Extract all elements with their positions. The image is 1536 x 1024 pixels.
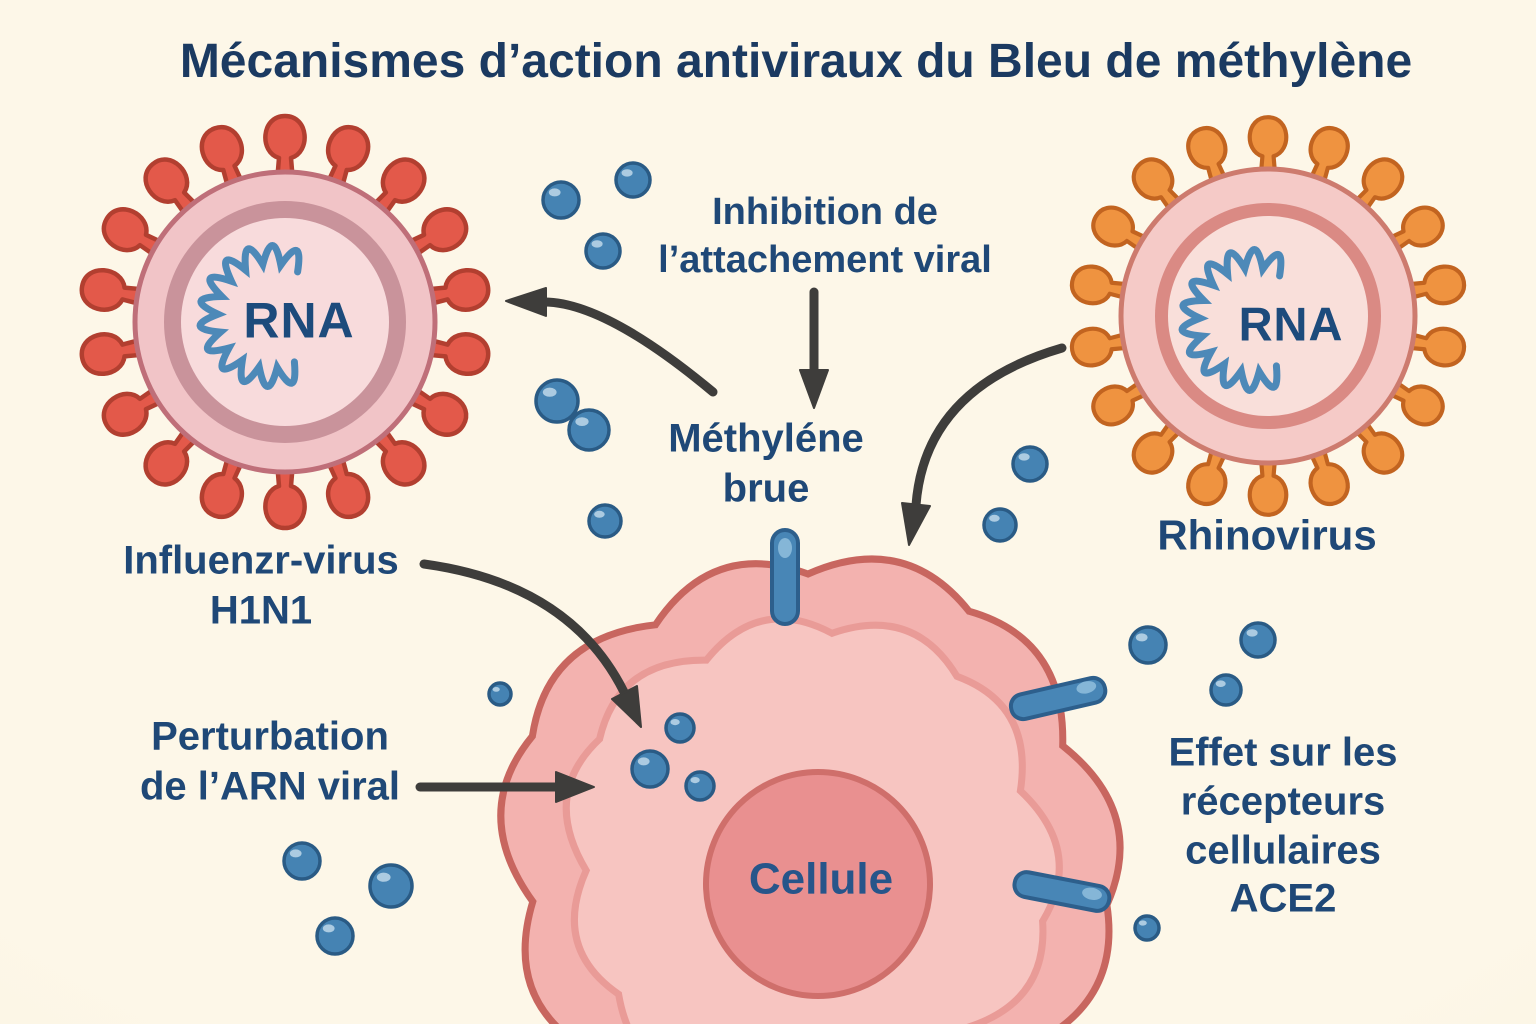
influenza-virus-label: Influenzr-virus H1N1	[123, 538, 399, 633]
methylene-blue-label: Méthyléne brue	[668, 416, 864, 511]
rhinovirus-label: Rhinovirus	[1157, 511, 1377, 559]
spike-proteins	[1070, 115, 1466, 517]
arrow-perturbation	[415, 771, 595, 803]
molecule-dot-icon	[614, 161, 652, 199]
diagram-title: Mécanismes d’action antiviraux du Bleu d…	[179, 34, 1413, 88]
molecule-dot-icon	[982, 507, 1018, 543]
ace2-receptors	[770, 528, 1112, 913]
viral-core	[181, 218, 389, 426]
methylene-blue-molecules	[282, 161, 1277, 956]
ace2-effect-label: Effet sur les récepteurs cellulaires ACE…	[1168, 730, 1398, 921]
molecule-dot-icon	[1011, 445, 1049, 483]
inhibition-label: Inhibition de l’attachement viral	[658, 191, 992, 281]
cell-label: Cellule	[748, 854, 894, 904]
arrow-influenza-to-cell	[419, 559, 642, 728]
molecule-dot-icon	[541, 180, 581, 220]
molecule-dot-icon	[567, 408, 611, 452]
molecule-dot-icon	[587, 503, 623, 539]
molecule-dot-icon	[1128, 625, 1168, 665]
rhinovirus-illustration	[1070, 115, 1466, 517]
molecule-dot-icon	[368, 863, 414, 909]
molecule-dot-icon	[487, 681, 513, 707]
molecule-dot-icon	[664, 712, 696, 744]
arrow-inhibition-down	[799, 287, 829, 409]
molecule-dot-icon	[1133, 914, 1161, 942]
molecule-dot-icon	[1239, 621, 1277, 659]
molecule-dot-icon	[584, 232, 622, 270]
molecule-dot-icon	[684, 770, 716, 802]
molecule-dot-icon	[282, 841, 322, 881]
rna-strand-icon	[196, 241, 303, 391]
molecule-dot-icon	[630, 749, 670, 789]
receptor-icon	[770, 528, 800, 626]
molecule-dot-icon	[315, 916, 355, 956]
cell-illustration	[497, 555, 1124, 1024]
rna-label-rhinovirus: RNA	[1238, 297, 1344, 351]
cell-nucleus	[703, 769, 933, 999]
arrows	[415, 287, 1067, 803]
molecule-dot-icon	[1209, 673, 1243, 707]
spike-proteins	[79, 113, 491, 531]
rna-perturbation-label: Perturbation de l’ARN viral	[139, 714, 401, 809]
receptor-icon	[1012, 870, 1112, 913]
receptor-icon	[1008, 675, 1108, 722]
arrow-rhinovirus-to-cell	[901, 343, 1067, 546]
influenza-virus-illustration	[79, 113, 491, 531]
arrow-to-influenza	[505, 287, 718, 397]
rna-strand-icon	[1178, 245, 1285, 395]
rna-label-influenza: RNA	[243, 292, 355, 349]
molecule-dot-icon	[534, 378, 580, 424]
